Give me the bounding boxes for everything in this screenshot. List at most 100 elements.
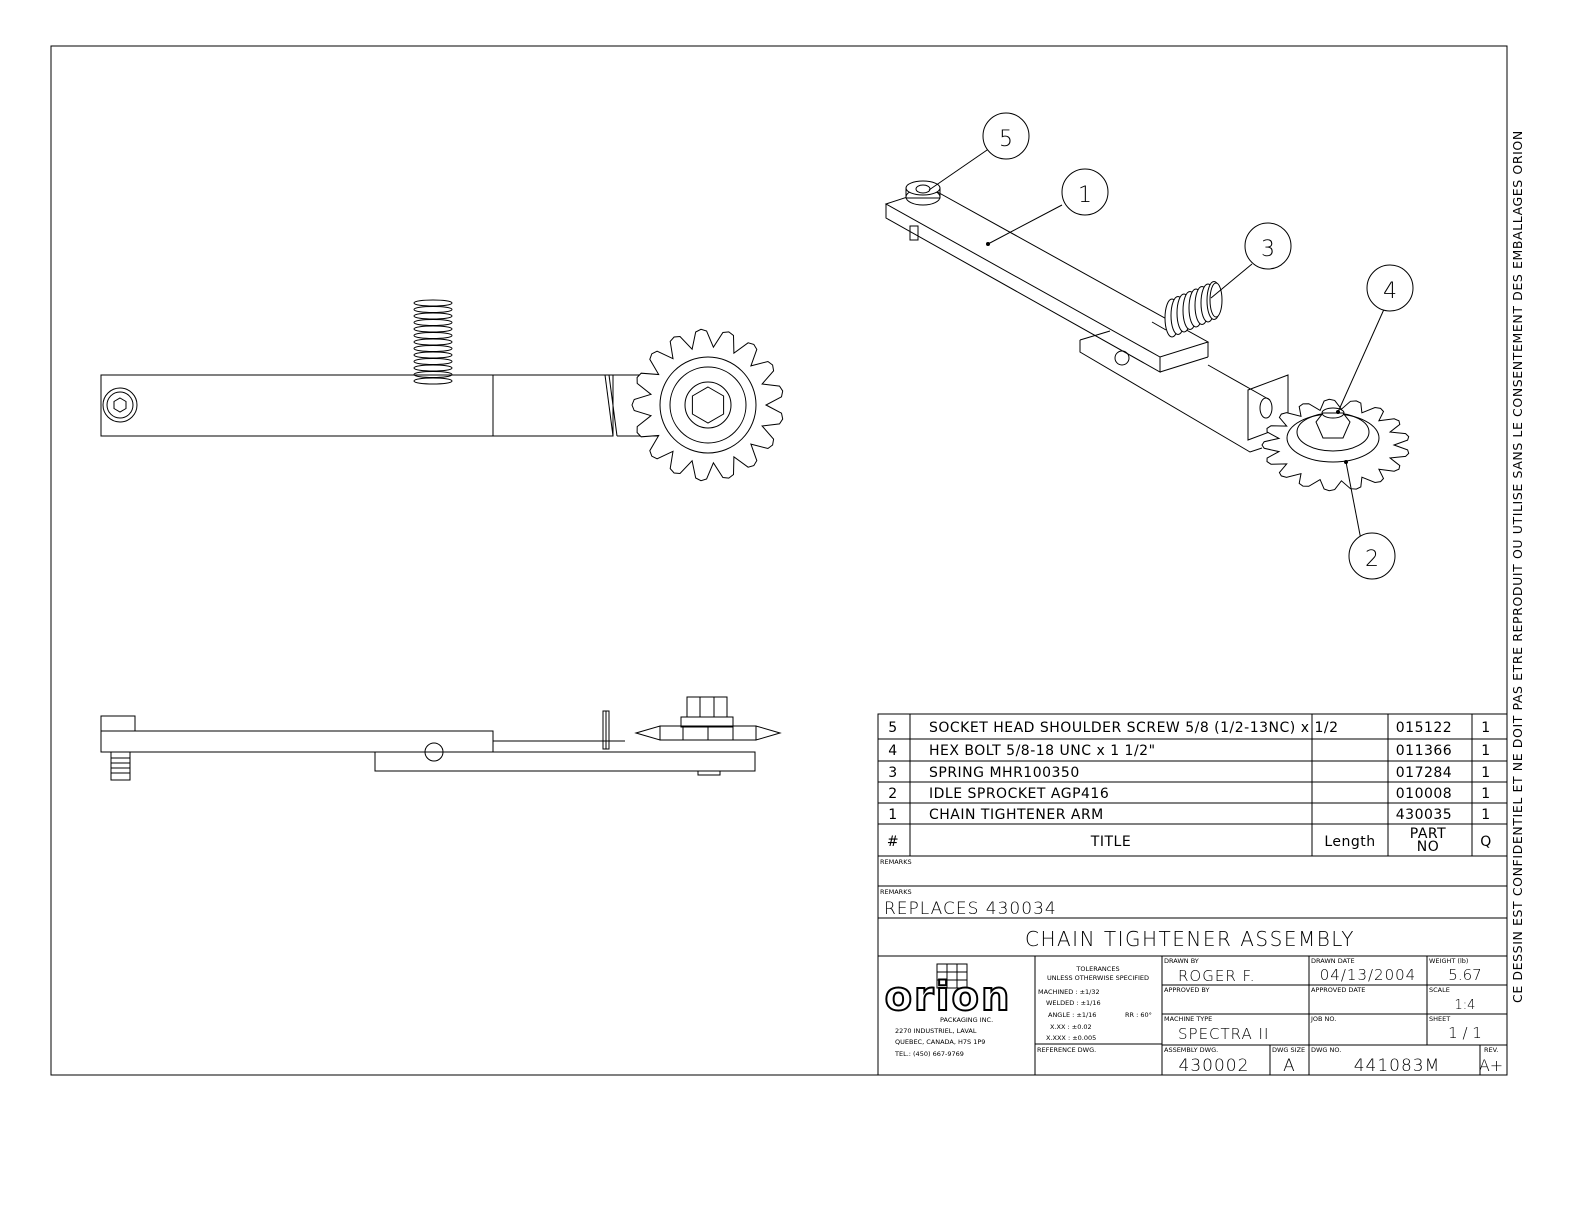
rev-label: REV. bbox=[1484, 1046, 1498, 1054]
dwg-no-label: DWG NO. bbox=[1311, 1046, 1341, 1054]
bom-row-4-qty: 1 bbox=[1481, 743, 1490, 759]
reference-dwg-label: REFERENCE DWG. bbox=[1037, 1046, 1096, 1054]
tol-welded: WELDED : ±1/16 bbox=[1046, 999, 1101, 1007]
machine-type-label: MACHINE TYPE bbox=[1164, 1015, 1212, 1023]
rev: A+ bbox=[1479, 1056, 1503, 1075]
bom-row-2-title: IDLE SPROCKET AGP416 bbox=[929, 786, 1109, 802]
company-address-2: QUEBEC, CANADA, H7S 1P9 bbox=[895, 1038, 985, 1046]
bom-header-qty: Q bbox=[1480, 834, 1492, 850]
logo-text: orion bbox=[885, 974, 1012, 1020]
spring-coil bbox=[413, 312, 453, 320]
bom-row-3-num: 3 bbox=[888, 765, 897, 781]
balloon-5-label: 5 bbox=[999, 127, 1013, 152]
bom-row-2-part: 010008 bbox=[1396, 786, 1452, 802]
machine-type: SPECTRA II bbox=[1178, 1025, 1269, 1043]
spring-coil bbox=[413, 299, 453, 307]
balloon-4: 4 bbox=[1366, 264, 1414, 312]
remarks-value: REPLACES 430034 bbox=[884, 899, 1057, 919]
remarks-label-1: REMARKS bbox=[880, 858, 912, 866]
balloon-3: 3 bbox=[1244, 222, 1292, 270]
tol-machined: MACHINED : ±1/32 bbox=[1038, 988, 1100, 996]
spring-coil bbox=[413, 319, 453, 326]
approved-date-label: APPROVED DATE bbox=[1311, 986, 1365, 994]
sheet-number: 1 / 1 bbox=[1448, 1024, 1482, 1042]
company-phone: TEL.: (450) 667-9769 bbox=[894, 1050, 964, 1058]
bom-header-part-1: PART bbox=[1410, 826, 1446, 842]
company-sub: PACKAGING INC. bbox=[940, 1016, 993, 1024]
dwg-size-label: DWG SIZE bbox=[1272, 1046, 1305, 1054]
bom-row-4-part: 011366 bbox=[1396, 743, 1452, 759]
dwg-size: A bbox=[1283, 1056, 1295, 1076]
spring-coil bbox=[413, 345, 453, 352]
balloon-4-label: 4 bbox=[1383, 279, 1397, 304]
spring-coil bbox=[413, 338, 453, 346]
balloon-3-label: 3 bbox=[1261, 237, 1275, 262]
weight-label: WEIGHT (lb) bbox=[1429, 957, 1468, 965]
spring-coil bbox=[413, 325, 453, 333]
bom-row-4-title: HEX BOLT 5/8-18 UNC x 1 1/2" bbox=[929, 743, 1156, 759]
scale-label: SCALE bbox=[1429, 986, 1450, 994]
drawn-by: ROGER F. bbox=[1178, 967, 1256, 985]
bom-header-part-2: NO bbox=[1417, 839, 1440, 855]
bom-row-3-part: 017284 bbox=[1396, 765, 1452, 781]
bom-row-1-title: CHAIN TIGHTENER ARM bbox=[929, 807, 1104, 823]
spring-coil bbox=[413, 371, 453, 378]
bom-table: 5 SOCKET HEAD SHOULDER SCREW 5/8 (1/2-13… bbox=[877, 713, 1508, 857]
top-view bbox=[100, 299, 784, 482]
sprocket-outline bbox=[631, 328, 784, 482]
bom-row-2-num: 2 bbox=[888, 786, 897, 802]
title-block: REMARKS REMARKS REPLACES 430034 CHAIN TI… bbox=[877, 855, 1508, 1076]
assembly-dwg-label: ASSEMBLY DWG. bbox=[1164, 1046, 1218, 1054]
bom-row-1-qty: 1 bbox=[1481, 807, 1490, 823]
bom-row-5-qty: 1 bbox=[1481, 720, 1490, 736]
remarks-label-2: REMARKS bbox=[880, 888, 912, 896]
spring-coil bbox=[413, 364, 453, 372]
balloon-1-label: 1 bbox=[1078, 183, 1092, 208]
tol-xxxx: X.XXX : ±0.005 bbox=[1046, 1034, 1096, 1042]
bom-header-num: # bbox=[887, 834, 899, 850]
side-view bbox=[100, 696, 782, 781]
orion-logo: orion bbox=[884, 963, 1012, 1021]
dwg-no: 441083M bbox=[1354, 1056, 1441, 1076]
bom-row-3-qty: 1 bbox=[1481, 765, 1490, 781]
company-address-1: 2270 INDUSTRIEL, LAVAL bbox=[895, 1027, 977, 1035]
bom-row-1-num: 1 bbox=[888, 807, 897, 823]
bom-row-5-title: SOCKET HEAD SHOULDER SCREW 5/8 (1/2-13NC… bbox=[929, 720, 1338, 736]
drawn-date-label: DRAWN DATE bbox=[1311, 957, 1355, 965]
bom-row-5-part: 015122 bbox=[1396, 720, 1452, 736]
spring-coil bbox=[413, 351, 453, 359]
job-no-label: JOB NO. bbox=[1310, 1015, 1336, 1023]
sheet-border bbox=[50, 45, 1508, 1076]
assembly-dwg: 430002 bbox=[1179, 1056, 1250, 1076]
drawn-date: 04/13/2004 bbox=[1320, 966, 1416, 984]
drawing-title: CHAIN TIGHTENER ASSEMBLY bbox=[1025, 927, 1355, 951]
approved-by-label: APPROVED BY bbox=[1164, 986, 1210, 994]
spring-end bbox=[1209, 282, 1223, 318]
bom-header-length: Length bbox=[1324, 834, 1375, 850]
isometric-view bbox=[884, 147, 1410, 541]
scale: 1:4 bbox=[1455, 998, 1476, 1013]
confidentiality-notice: CE DESSIN EST CONFIDENTIEL ET NE DOIT PA… bbox=[1510, 130, 1525, 1003]
bom-row-1-part: 430035 bbox=[1396, 807, 1452, 823]
bom-row-4-num: 4 bbox=[888, 743, 897, 759]
tol-rr: RR : 60° bbox=[1125, 1011, 1152, 1019]
bom-row-3-title: SPRING MHR100350 bbox=[929, 765, 1080, 781]
tolerances-sub: UNLESS OTHERWISE SPECIFIED bbox=[1047, 974, 1149, 982]
bom-row-5-num: 5 bbox=[888, 720, 897, 736]
drawn-by-label: DRAWN BY bbox=[1164, 957, 1199, 965]
spring-coil bbox=[413, 332, 453, 339]
bom-row-2-qty: 1 bbox=[1481, 786, 1490, 802]
spring-coil bbox=[413, 377, 453, 385]
balloon-5: 5 bbox=[982, 112, 1030, 160]
spring-coil bbox=[413, 306, 453, 313]
tol-xxx: X.XX : ±0.02 bbox=[1050, 1023, 1092, 1031]
tolerances-heading: TOLERANCES bbox=[1075, 965, 1119, 973]
bom-header-title: TITLE bbox=[1090, 834, 1131, 850]
tol-angle: ANGLE : ±1/16 bbox=[1048, 1011, 1096, 1019]
balloon-2-label: 2 bbox=[1365, 547, 1379, 572]
balloon-2: 2 bbox=[1348, 532, 1396, 580]
balloon-1: 1 bbox=[1061, 168, 1109, 216]
spring-coil bbox=[413, 358, 453, 365]
sheet-label: SHEET bbox=[1429, 1015, 1450, 1023]
